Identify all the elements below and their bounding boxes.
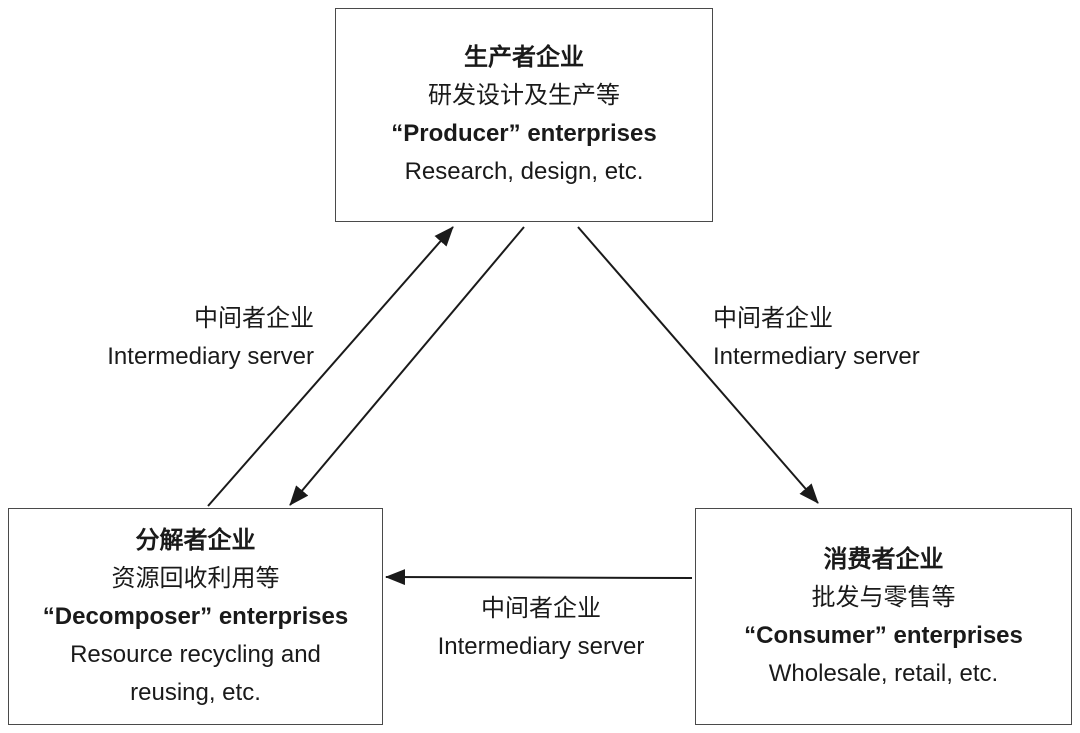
consumer-desc-en: Wholesale, retail, etc. [768, 659, 999, 687]
edge-label-right: 中间者企业 Intermediary server [713, 300, 920, 376]
decomposer-title-zh: 分解者企业 [135, 526, 256, 554]
edge-label-left: 中间者企业 Intermediary server [107, 300, 314, 376]
consumer-desc-zh: 批发与零售等 [811, 583, 956, 611]
producer-title-en: “Producer” enterprises [391, 120, 657, 147]
edge-label-left-zh: 中间者企业 [194, 305, 314, 332]
arrow-producer-to-consumer [577, 226, 819, 504]
producer-title-zh: 生产者企业 [464, 44, 584, 71]
edge-label-right-zh: 中间者企业 [713, 305, 833, 332]
edge-label-bottom: 中间者企业 Intermediary server [430, 590, 652, 666]
decomposer-title-en: “Decomposer” enterprises [42, 602, 349, 630]
consumer-title-zh: 消费者企业 [823, 545, 944, 573]
producer-desc-en: Research, design, etc. [404, 158, 644, 185]
producer-box: 生产者企业 研发设计及生产等 “Producer” enterprises Re… [335, 8, 713, 222]
arrow-producer-to-decomposer [289, 226, 525, 506]
decomposer-box: 分解者企业 资源回收利用等 “Decomposer” enterprises R… [8, 508, 383, 725]
consumer-title-en: “Consumer” enterprises [744, 621, 1023, 649]
decomposer-desc-en: Resource recycling and reusing, etc. [70, 640, 321, 706]
edge-label-bottom-en: Intermediary server [437, 633, 645, 660]
arrow-decomposer-to-producer [207, 226, 454, 507]
decomposer-desc-zh: 资源回收利用等 [111, 564, 280, 592]
consumer-box: 消费者企业 批发与零售等 “Consumer” enterprises Whol… [695, 508, 1072, 725]
producer-desc-zh: 研发设计及生产等 [428, 82, 620, 109]
edge-label-left-en: Intermediary server [107, 343, 314, 370]
arrow-consumer-to-decomposer [385, 569, 693, 586]
edge-label-bottom-zh: 中间者企业 [481, 595, 601, 622]
edge-label-right-en: Intermediary server [713, 343, 920, 370]
